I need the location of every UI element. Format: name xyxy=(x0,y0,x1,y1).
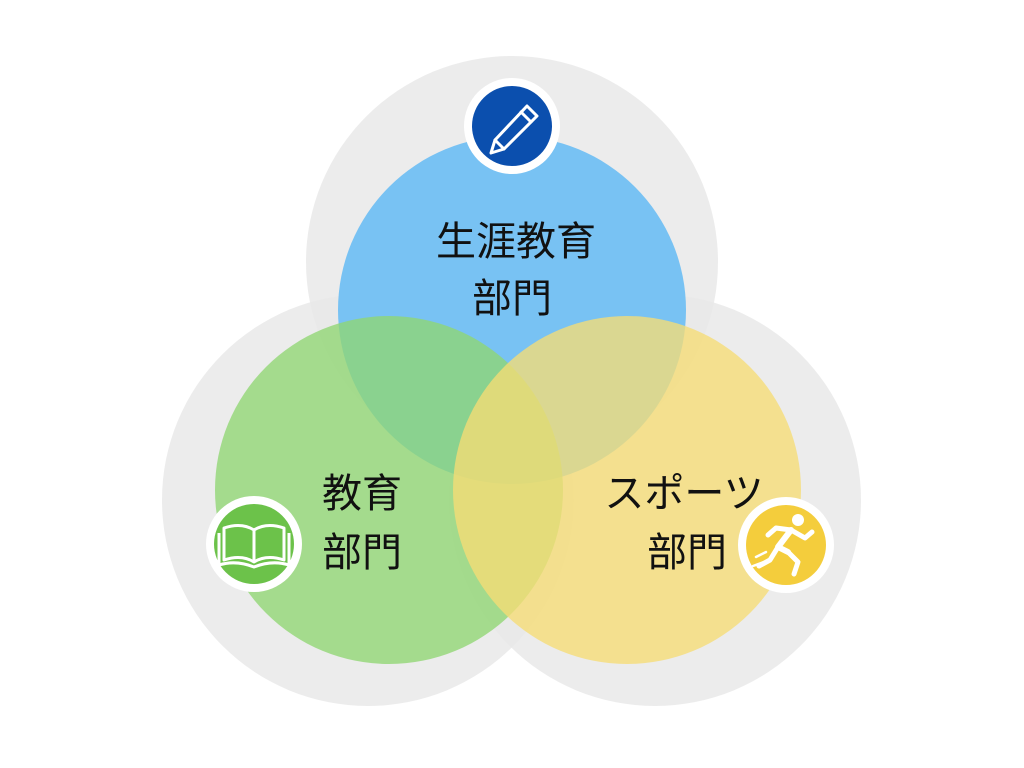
label-lifelong-line1: 生涯教育 xyxy=(436,219,596,265)
label-sports-line2: 部門 xyxy=(647,530,727,576)
label-lifelong: 生涯教育 部門 xyxy=(436,219,596,322)
venn-circles xyxy=(215,136,801,664)
circle-sports xyxy=(453,316,801,664)
pencil-icon xyxy=(464,78,560,174)
runner-icon xyxy=(738,497,834,593)
label-education: 教育 部門 xyxy=(322,471,402,576)
circle-education xyxy=(215,316,563,664)
label-education-line2: 部門 xyxy=(322,530,402,576)
open-book-icon xyxy=(206,496,302,592)
label-sports: スポーツ 部門 xyxy=(604,471,763,576)
label-lifelong-line2: 部門 xyxy=(472,276,552,322)
label-education-line1: 教育 xyxy=(322,471,402,517)
label-sports-line1: スポーツ xyxy=(604,471,763,517)
